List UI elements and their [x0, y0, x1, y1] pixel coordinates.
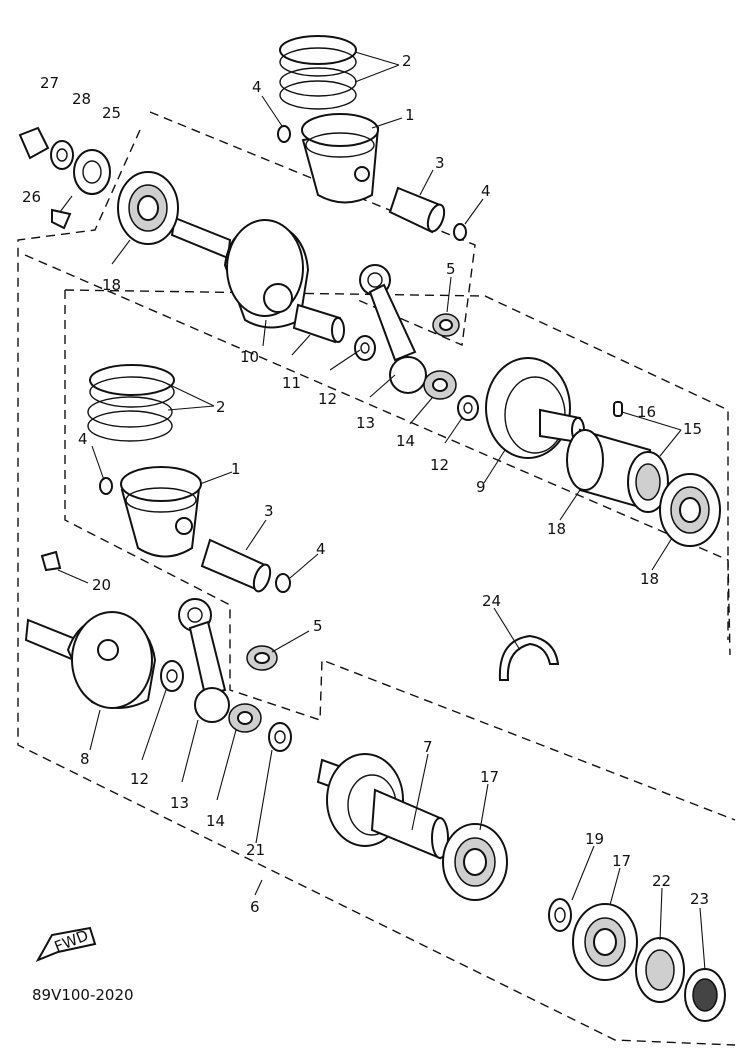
connecting-rod-lower: [178, 598, 230, 723]
callout-11: 11: [282, 374, 301, 392]
callout-14: 14: [206, 812, 225, 830]
callout-9: 9: [476, 478, 486, 496]
callout-17: 17: [612, 852, 631, 870]
callout-15: 15: [683, 420, 702, 438]
washers-upper: [354, 335, 479, 421]
callout-5: 5: [446, 260, 456, 278]
crank-half-right-lower: [316, 753, 449, 860]
callout-1: 1: [231, 460, 241, 478]
callout-20: 20: [92, 576, 111, 594]
callout-1: 1: [405, 106, 415, 124]
callout-18: 18: [547, 520, 566, 538]
callout-13: 13: [356, 414, 375, 432]
callout-4: 4: [252, 78, 262, 96]
right-end-parts: [548, 898, 726, 1022]
needle-bearing-small-end-upper: [432, 313, 460, 337]
callout-18: 18: [102, 276, 121, 294]
assembly-boundaries: [17, 111, 736, 1046]
callout-5: 5: [313, 617, 323, 635]
callout-10: 10: [240, 348, 259, 366]
connecting-rod-upper: [359, 264, 427, 394]
callout-8: 8: [80, 750, 90, 768]
leader-lines: [57, 51, 706, 971]
callout-28: 28: [72, 90, 91, 108]
fwd-arrow-icon: FWD: [35, 926, 97, 962]
big-end-bearing-lower: [228, 703, 262, 733]
callout-13: 13: [170, 794, 189, 812]
circlips-lower: [99, 477, 291, 593]
piston-upper: [301, 113, 380, 204]
piston-pin-lower: [200, 538, 272, 593]
piston-rings-lower: [87, 364, 175, 442]
piston-rings-upper: [279, 35, 357, 110]
key-20: [40, 550, 62, 572]
callout-12: 12: [130, 770, 149, 788]
document-code: 89V100-2020: [32, 986, 134, 1004]
callout-2: 2: [402, 52, 412, 70]
circlips-upper: [277, 125, 467, 241]
callout-27: 27: [40, 74, 59, 92]
callout-7: 7: [423, 738, 433, 756]
callout-18: 18: [640, 570, 659, 588]
fwd-label: FWD: [52, 926, 91, 956]
callout-21: 21: [246, 841, 265, 859]
callout-24: 24: [482, 592, 501, 610]
needle-bearing-small-end-lower: [246, 645, 278, 671]
callout-16: 16: [637, 403, 656, 421]
bearing-17-center: [442, 823, 508, 901]
callout-4: 4: [316, 540, 326, 558]
callout-4: 4: [78, 430, 88, 448]
callout-22: 22: [652, 872, 671, 890]
callout-3: 3: [435, 154, 445, 172]
big-end-bearing-upper: [423, 370, 457, 400]
callout-12: 12: [318, 390, 337, 408]
crank-half-left-lower: [24, 611, 157, 709]
callout-3: 3: [264, 502, 274, 520]
callout-2: 2: [216, 398, 226, 416]
oil-seal-15: [566, 401, 669, 513]
piston-pin-upper: [388, 186, 446, 234]
callout-17: 17: [480, 768, 499, 786]
callout-14: 14: [396, 432, 415, 450]
washers-lower: [160, 660, 292, 752]
retainer-ring-24: [498, 634, 560, 681]
callout-23: 23: [690, 890, 709, 908]
seal-parts-upper-left: [18, 126, 111, 230]
piston-lower: [120, 466, 202, 558]
callout-25: 25: [102, 104, 121, 122]
callout-19: 19: [585, 830, 604, 848]
callout-26: 26: [22, 188, 41, 206]
bearing-18-right: [659, 473, 721, 547]
crank-half-left-upper: [170, 216, 345, 344]
callout-6: 6: [250, 898, 260, 916]
callout-4: 4: [481, 182, 491, 200]
callout-labels: 27 28 25 26 18 2 4 1 3 4 5 10 11 12 13 1…: [22, 52, 709, 916]
bearing-18-upper: [117, 171, 179, 245]
callout-12: 12: [430, 456, 449, 474]
